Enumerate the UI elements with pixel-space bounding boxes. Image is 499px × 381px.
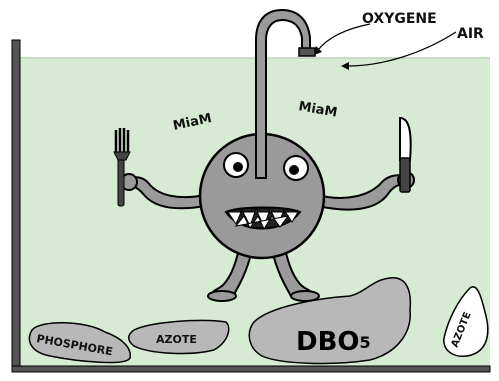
azote-center-label: AZOTE	[156, 333, 197, 346]
tank-left-wall	[12, 40, 20, 372]
dbo-label: DBO5	[296, 327, 371, 357]
knife-icon	[400, 118, 411, 192]
left-eye	[224, 153, 248, 177]
snorkel-tube-front	[256, 130, 266, 178]
air-label: AIR	[457, 26, 484, 42]
oxygen-label: OXYGENE	[362, 11, 437, 27]
dbo-main: DBO	[296, 327, 360, 357]
tank-bottom	[12, 366, 490, 372]
snorkel-mouth	[299, 48, 315, 56]
dbo-subscript: 5	[360, 333, 371, 352]
right-eye	[284, 156, 308, 180]
left-foot	[208, 291, 236, 301]
oxygen-arrow	[318, 24, 370, 50]
